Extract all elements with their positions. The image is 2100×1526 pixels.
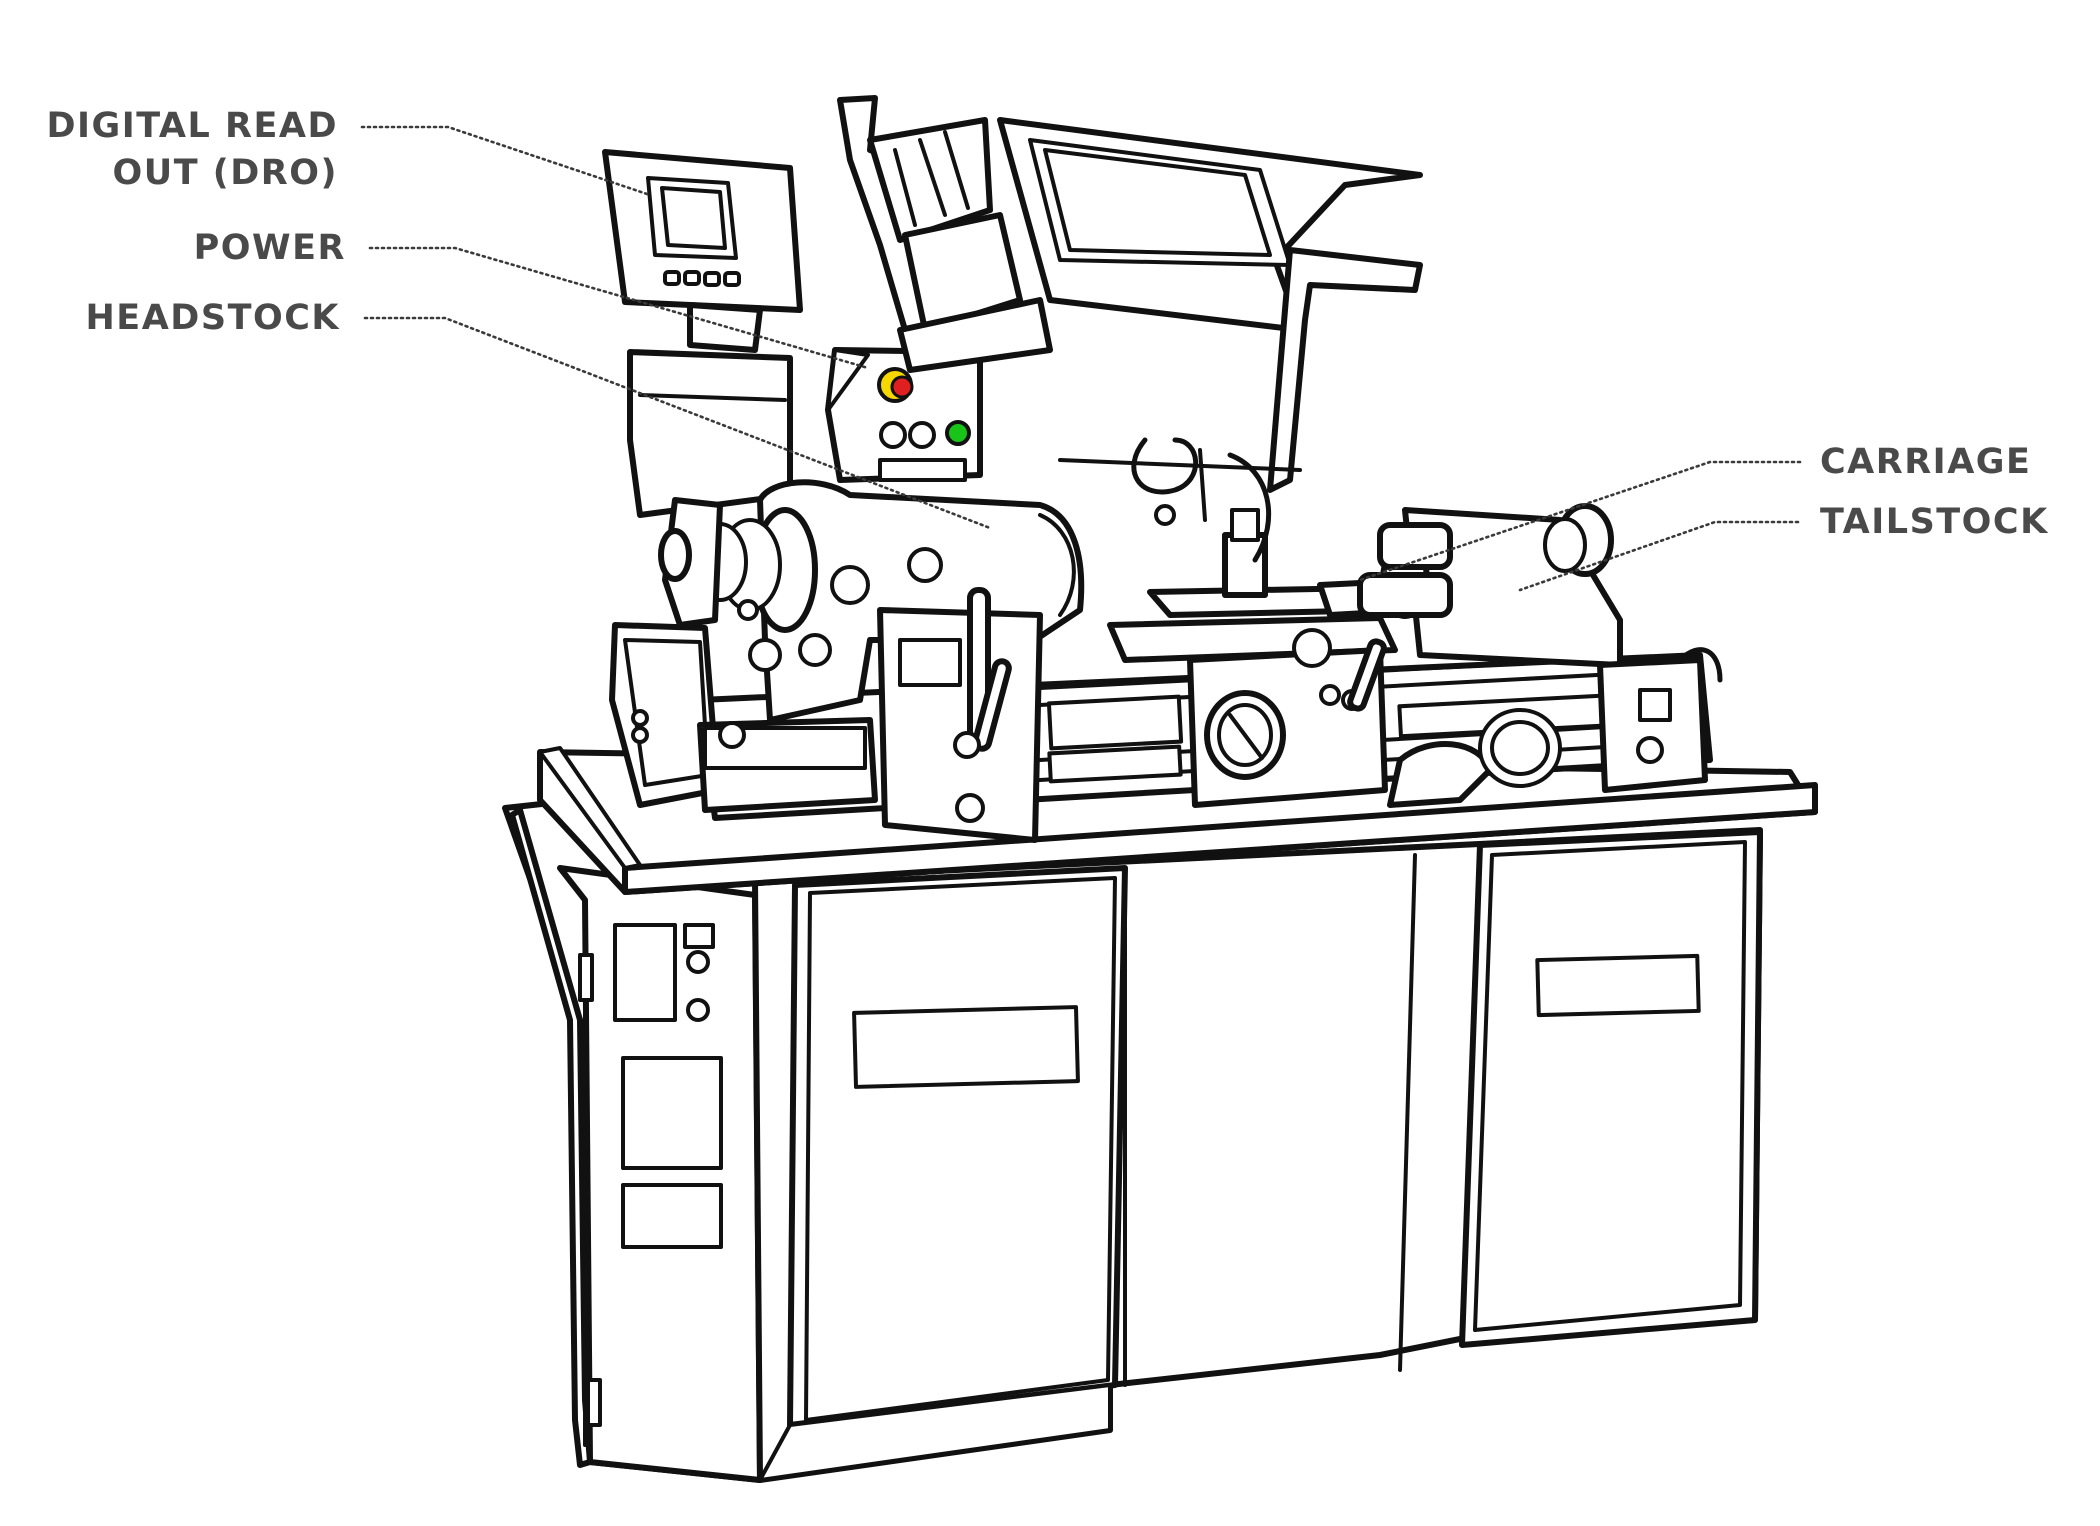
left-door-label-plate (852, 1005, 1080, 1089)
chip-guard-window-inner (1043, 148, 1272, 257)
tailstock-base (1597, 657, 1708, 793)
headstock-knob-3 (748, 638, 782, 672)
tool-post-clamp (1230, 508, 1260, 542)
control-switch-top (683, 923, 715, 949)
drive-cover-bolt-2 (631, 726, 649, 744)
tailstock-knob[interactable] (1636, 736, 1664, 764)
table-top-left-edge (538, 746, 642, 870)
apron-knob[interactable] (1292, 628, 1332, 668)
power-control-box (825, 347, 983, 483)
cabinet-right-door-inner (1473, 840, 1747, 1332)
drive-cover-bolt-1 (631, 709, 649, 727)
spindle-bolt (737, 599, 759, 621)
dro-button-2[interactable] (683, 270, 701, 286)
label-headstock: HEADSTOCK (86, 298, 341, 338)
carriage (1107, 437, 1562, 808)
chip-guard-rail (1058, 458, 1302, 472)
headstock-curve (1038, 513, 1076, 617)
lever-base-knob (955, 793, 985, 823)
power-indicator-green[interactable] (945, 420, 971, 446)
control-knob-2 (686, 998, 710, 1022)
label-power: POWER (194, 228, 346, 268)
headstock-knob-1 (830, 565, 870, 605)
feed-handwheel-inner (1490, 720, 1550, 776)
control-button-1[interactable] (879, 421, 907, 449)
hinge-upper (578, 953, 594, 1002)
label-dro-line1: DIGITAL READ (46, 106, 338, 146)
right-door-label-plate (1535, 953, 1701, 1018)
chip-guard-support (1267, 247, 1423, 493)
cabinet-control-face (557, 865, 763, 1483)
control-panel-door (621, 1056, 723, 1170)
motor-base (897, 297, 1053, 373)
cabinet-left-door-inner (804, 876, 1117, 1422)
tool-post (1222, 532, 1268, 598)
headstock (627, 349, 1085, 843)
motor-fin-2 (918, 138, 947, 217)
motor-body (867, 117, 993, 243)
handwheel-spoke (1228, 713, 1264, 760)
power-indicator-red[interactable] (890, 375, 914, 399)
dro-button-4[interactable] (723, 271, 741, 287)
tailstock-leader (1518, 520, 1800, 592)
label-dro-line2: OUT (DRO) (113, 153, 338, 193)
cabinet-plinth (758, 1383, 1112, 1482)
coolant-hose-2 (1227, 452, 1272, 563)
headstock-knob-4 (798, 633, 832, 667)
tailstock-lever[interactable] (1677, 647, 1723, 683)
bed-slot-left (1046, 694, 1184, 751)
dro-screen-inner (660, 186, 727, 250)
tailstock-lower-quill (1357, 572, 1453, 618)
cabinet-left-edge (509, 807, 593, 1468)
motor-assembly (837, 95, 1053, 373)
lever-knob (953, 731, 981, 759)
coolant-valve (1154, 504, 1176, 526)
carriage-leader (1358, 460, 1802, 582)
dro-button-3[interactable] (703, 271, 721, 287)
dro-button-1[interactable] (663, 270, 681, 286)
headstock-leader (363, 316, 992, 530)
coolant-hose (1131, 437, 1199, 495)
motor-mount (902, 212, 1023, 333)
table-top-front-edge (622, 782, 1818, 895)
control-box-upper (613, 923, 677, 1022)
drive-cover (609, 622, 878, 813)
bed-slot-left-low (1047, 744, 1183, 784)
headstock-housing (757, 479, 1085, 723)
apron-lever[interactable] (1347, 638, 1387, 712)
dro-unit (602, 149, 803, 353)
feed-gear-housing (1387, 741, 1493, 808)
coolant-line (1198, 448, 1207, 522)
apron-bolt-1 (1319, 684, 1341, 706)
control-box-base (878, 458, 967, 482)
headstock-knob-2 (907, 547, 943, 583)
tailstock-handwheel-hub (1543, 517, 1587, 573)
dro-leader (360, 125, 652, 197)
power-leader (368, 246, 870, 370)
spindle-back-end (658, 528, 692, 582)
label-carriage: CARRIAGE (1820, 442, 2031, 482)
chip-guard (997, 117, 1423, 493)
cabinet-divider-right (1398, 853, 1417, 1372)
labels: DIGITAL READ OUT (DRO) POWER HEADSTOCK C… (46, 106, 2049, 542)
headstock-panel (898, 638, 962, 687)
hinge-lower (586, 1378, 602, 1427)
cabinet-base (502, 799, 1763, 1483)
leader-lines (360, 125, 1802, 592)
motor-fin-1 (893, 148, 917, 227)
gearbox-knob (718, 721, 746, 749)
tailstock (1357, 503, 1723, 793)
control-button-2[interactable] (908, 421, 936, 449)
tailstock-lock (1638, 688, 1672, 722)
motor-fin-3 (943, 130, 970, 210)
control-panel-lower (621, 1183, 723, 1249)
control-knob-1 (686, 950, 710, 974)
label-tailstock: TAILSTOCK (1820, 502, 2049, 542)
headstock-back-line (638, 393, 787, 402)
